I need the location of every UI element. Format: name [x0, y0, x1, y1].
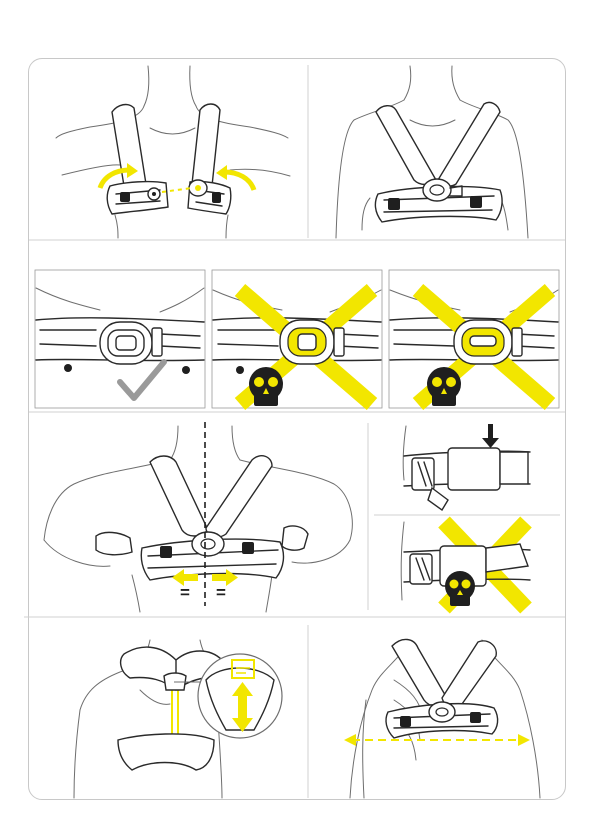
- push-down-arrow-icon: [482, 438, 499, 448]
- panel-buckle-correct: [35, 270, 205, 408]
- panel-keeper-correct: [403, 424, 530, 510]
- panel-harness-closed: [336, 66, 528, 238]
- panel-centre-tighten: [44, 422, 352, 612]
- skull-icon: [427, 367, 461, 406]
- check-icon: [120, 362, 164, 398]
- panel-buckle-wrong-2: [389, 270, 559, 408]
- panel-buckle-wrong-1: [212, 270, 382, 408]
- panel-dividers: [24, 65, 565, 798]
- skull-icon: [249, 367, 283, 406]
- panel-chest-position: [344, 639, 540, 798]
- panel-back-height: [74, 640, 282, 798]
- panel-attach-straps: [56, 66, 290, 238]
- equal-sign-left: =: [180, 583, 190, 603]
- equal-sign-right: =: [216, 583, 226, 603]
- panel-keeper-wrong: [401, 522, 530, 608]
